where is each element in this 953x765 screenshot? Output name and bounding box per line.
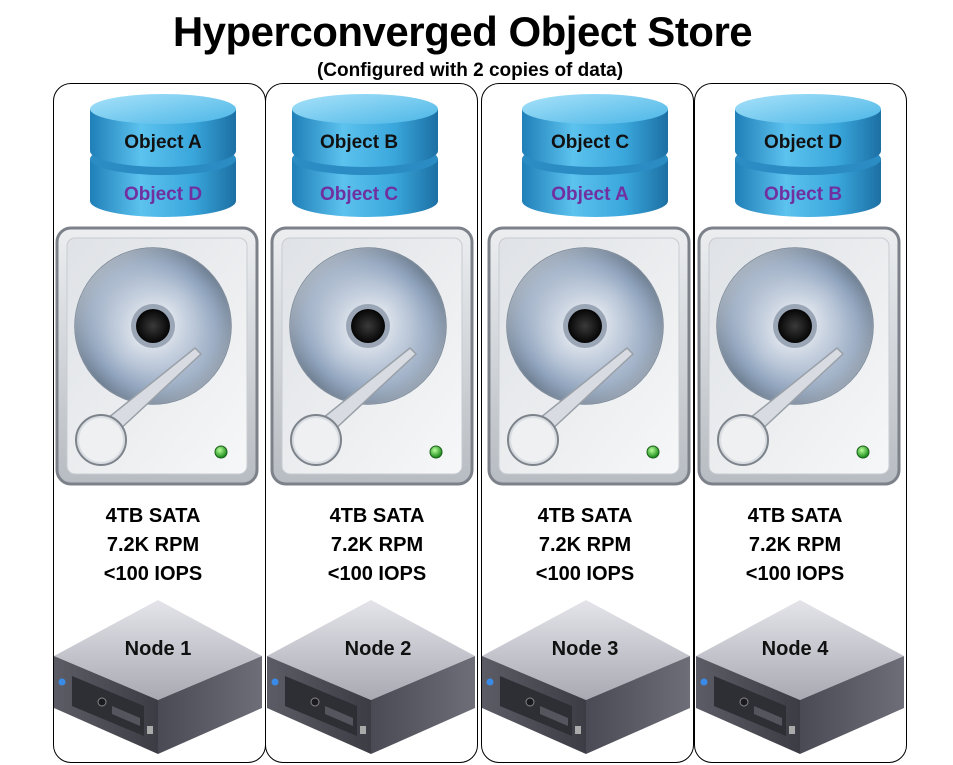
object-primary-label: Object A [124, 132, 202, 153]
drive-iops: <100 IOPS [535, 563, 635, 585]
server-icon [54, 600, 262, 754]
drive-specs: 4TB SATA 7.2K RPM <100 IOPS [272, 502, 482, 589]
node-column-3 [481, 83, 694, 763]
database-icon [90, 94, 236, 217]
node-name: Node 3 [551, 638, 619, 660]
drive-specs: 4TB SATA 7.2K RPM <100 IOPS [690, 502, 900, 589]
node-column-4 [694, 83, 907, 763]
drive-rpm: 7.2K RPM [330, 534, 424, 556]
object-replica-label: Object C [319, 184, 399, 205]
node-name: Node 4 [761, 638, 829, 660]
database-icon [735, 94, 881, 217]
hard-drive-icon [270, 226, 474, 486]
drive-rpm: 7.2K RPM [538, 534, 632, 556]
hard-drive-icon [55, 226, 259, 486]
node-column-2 [265, 83, 478, 763]
drive-capacity: 4TB SATA [329, 505, 425, 527]
database-icon [292, 94, 438, 217]
object-replica-label: Object A [551, 184, 629, 205]
object-primary-label: Object C [550, 132, 630, 153]
drive-capacity: 4TB SATA [537, 505, 633, 527]
node-name: Node 2 [344, 638, 412, 660]
object-primary-label: Object B [319, 132, 399, 153]
drive-specs: 4TB SATA 7.2K RPM <100 IOPS [48, 502, 258, 589]
database-icon [522, 94, 668, 217]
server-icon [482, 600, 690, 754]
drive-specs: 4TB SATA 7.2K RPM <100 IOPS [480, 502, 690, 589]
page-subtitle: (Configured with 2 copies of data) [316, 60, 624, 81]
drive-iops: <100 IOPS [103, 563, 203, 585]
drive-rpm: 7.2K RPM [748, 534, 842, 556]
drive-iops: <100 IOPS [327, 563, 427, 585]
drive-iops: <100 IOPS [745, 563, 845, 585]
drive-capacity: 4TB SATA [747, 505, 843, 527]
page-title: Hyperconverged Object Store [172, 8, 753, 55]
drive-rpm: 7.2K RPM [106, 534, 200, 556]
hard-drive-icon [697, 226, 901, 486]
object-replica-label: Object B [763, 184, 843, 205]
server-icon [267, 600, 475, 754]
server-icon [696, 600, 904, 754]
object-replica-label: Object D [123, 184, 203, 205]
hard-drive-icon [487, 226, 691, 486]
object-primary-label: Object D [763, 132, 843, 153]
node-name: Node 1 [124, 638, 192, 660]
drive-capacity: 4TB SATA [105, 505, 201, 527]
